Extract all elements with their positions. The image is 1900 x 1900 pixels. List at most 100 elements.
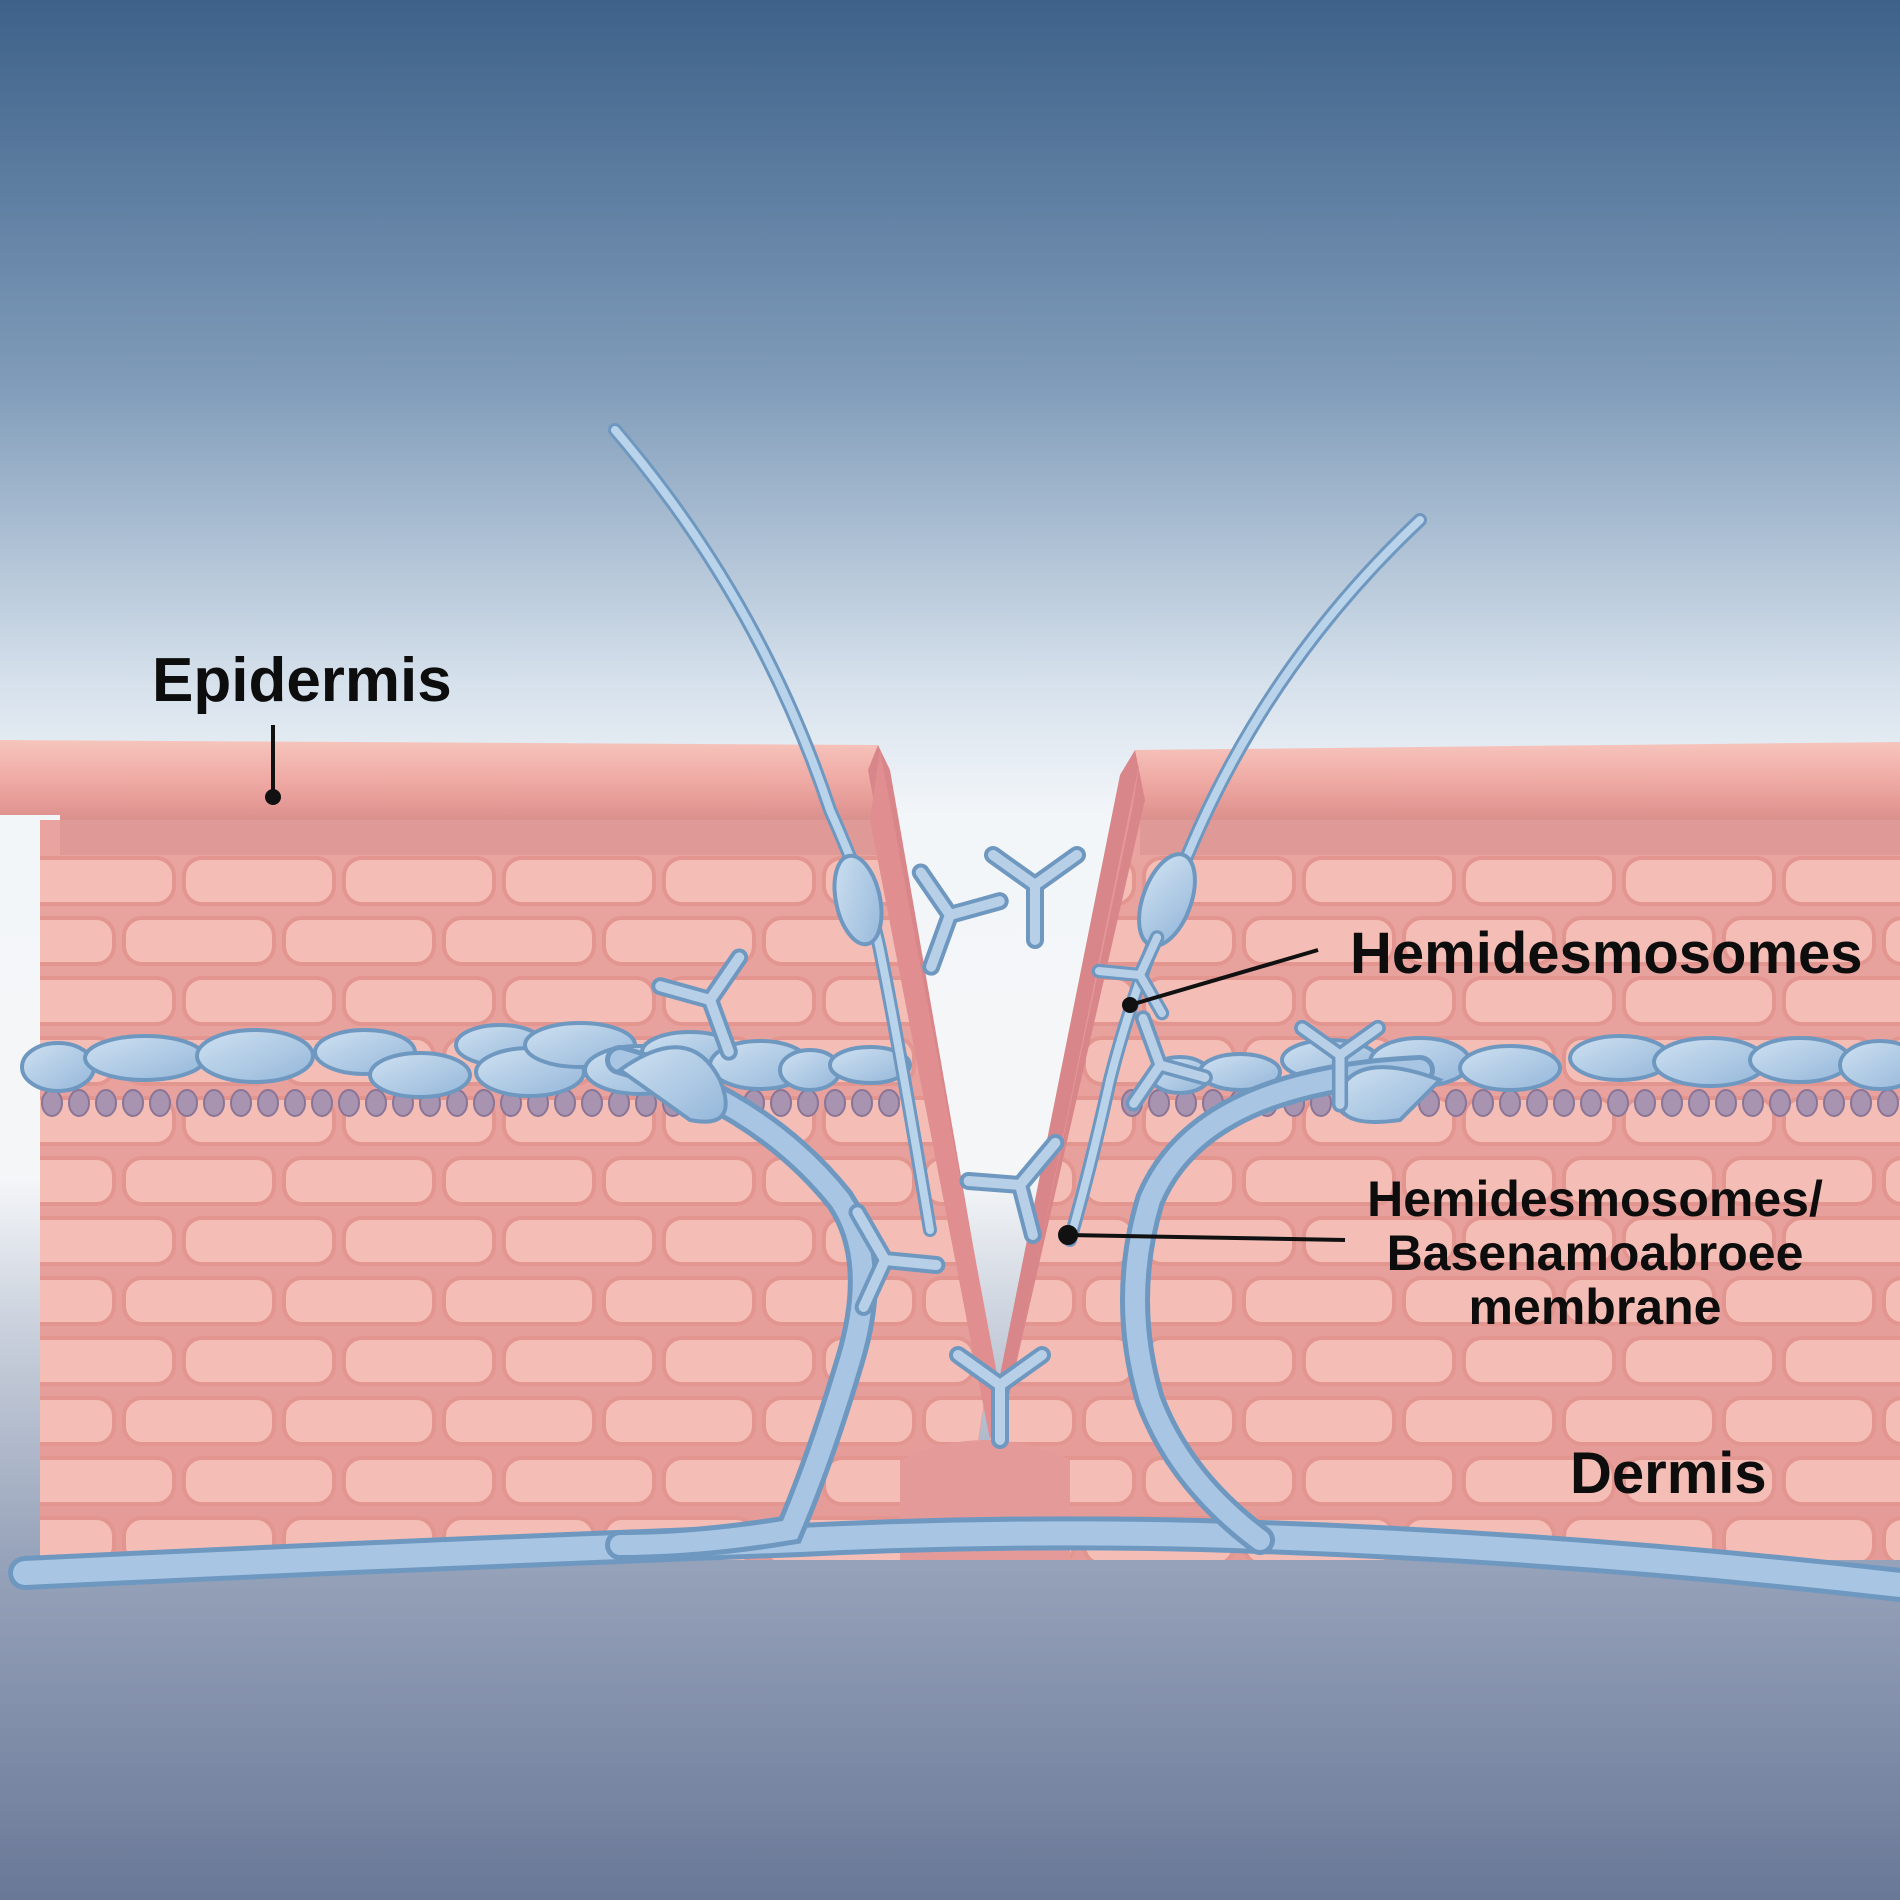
right-cell bbox=[1402, 1396, 1556, 1446]
left-cell bbox=[502, 856, 656, 906]
y-protein bbox=[959, 1133, 1065, 1244]
membrane-dot bbox=[1661, 1089, 1683, 1117]
left-cell bbox=[40, 1216, 176, 1266]
membrane-dot bbox=[1499, 1089, 1521, 1117]
right-cell bbox=[1722, 1156, 1876, 1206]
left-cell bbox=[182, 1216, 336, 1266]
label-hemidesmosomes-bm-line3: membrane bbox=[1468, 1279, 1722, 1335]
right-cell bbox=[1562, 1156, 1716, 1206]
right-cell bbox=[1782, 1336, 1900, 1386]
membrane-dot bbox=[797, 1089, 819, 1117]
left-cell bbox=[182, 976, 336, 1026]
membrane-dot bbox=[1148, 1089, 1170, 1117]
right-cell bbox=[1402, 916, 1556, 966]
membrane-dot bbox=[824, 1089, 846, 1117]
right-cell bbox=[1722, 1516, 1876, 1560]
membrane-dot bbox=[41, 1089, 63, 1117]
membrane-dot bbox=[770, 1089, 792, 1117]
y-protein bbox=[651, 948, 749, 1061]
right-cell bbox=[1462, 1336, 1616, 1386]
label-epidermis: Epidermis bbox=[152, 646, 452, 715]
membrane-dot bbox=[1634, 1089, 1656, 1117]
right-cell bbox=[1242, 1396, 1396, 1446]
membrane-dot bbox=[1715, 1089, 1737, 1117]
label-dermis: Dermis bbox=[1570, 1441, 1767, 1506]
left-cell bbox=[342, 1336, 496, 1386]
left-cell bbox=[40, 1516, 116, 1560]
label-hemidesmosomes: Hemidesmosomes bbox=[1350, 921, 1863, 986]
left-cell bbox=[602, 916, 756, 966]
left-cell bbox=[122, 1156, 276, 1206]
left-cell bbox=[40, 856, 176, 906]
leader-hemidesmosomes-bm bbox=[1067, 1233, 1346, 1242]
membrane-dot bbox=[338, 1089, 360, 1117]
left-cell bbox=[182, 856, 336, 906]
left-cell bbox=[282, 916, 436, 966]
epidermis-cap bbox=[0, 740, 1900, 855]
membrane-node bbox=[1748, 1036, 1852, 1084]
membrane-dot bbox=[1769, 1089, 1791, 1117]
membrane-dot bbox=[68, 1089, 90, 1117]
right-cell bbox=[1882, 1276, 1900, 1326]
left-cell bbox=[122, 1396, 276, 1446]
left-cell bbox=[40, 916, 116, 966]
membrane-dot bbox=[851, 1089, 873, 1117]
y-protein bbox=[949, 1346, 1051, 1449]
membrane-dot bbox=[473, 1089, 495, 1117]
membrane-node bbox=[1838, 1039, 1900, 1091]
y-protein bbox=[1125, 1010, 1213, 1112]
right-cell bbox=[1462, 1456, 1616, 1506]
left-cell bbox=[662, 856, 816, 906]
left-cell bbox=[602, 1276, 756, 1326]
membrane-dot bbox=[1445, 1089, 1467, 1117]
right-cell bbox=[1722, 916, 1876, 966]
right-cell bbox=[1402, 1156, 1556, 1206]
left-cell bbox=[502, 1096, 656, 1146]
right-cell bbox=[1622, 856, 1776, 906]
membrane-dot bbox=[1742, 1089, 1764, 1117]
left-cell bbox=[342, 1216, 496, 1266]
label-hemidesmosomes-bm-line1: Hemidesmosomes/ bbox=[1367, 1171, 1823, 1227]
left-cell bbox=[342, 856, 496, 906]
right-cell bbox=[1302, 856, 1456, 906]
right-cell bbox=[1622, 976, 1776, 1026]
right-cell bbox=[1782, 976, 1900, 1026]
label-hemidesmosomes-basement-membrane: Hemidesmosomes/ Basenamoabroee membrane bbox=[1340, 1172, 1850, 1334]
membrane-node bbox=[195, 1028, 315, 1084]
fiber-network bbox=[8, 423, 1900, 1602]
membrane-dot bbox=[1472, 1089, 1494, 1117]
left-cell bbox=[602, 1396, 756, 1446]
left-cell bbox=[282, 1276, 436, 1326]
membrane-dot bbox=[203, 1089, 225, 1117]
fiber-bulbs bbox=[616, 852, 1444, 1124]
membrane-dot bbox=[878, 1089, 900, 1117]
left-cell bbox=[762, 1276, 916, 1326]
left-cell bbox=[182, 1456, 336, 1506]
right-cell bbox=[1882, 1156, 1900, 1206]
left-cell bbox=[442, 1276, 596, 1326]
label-hemidesmosomes-bm-line2: Basenamoabroee bbox=[1386, 1225, 1804, 1281]
left-cell bbox=[662, 1216, 816, 1266]
left-cell bbox=[502, 1216, 656, 1266]
right-cell bbox=[1242, 1156, 1396, 1206]
left-cell bbox=[282, 1156, 436, 1206]
membrane-dot bbox=[1688, 1089, 1710, 1117]
right-cell bbox=[1722, 1276, 1876, 1326]
right-cell bbox=[1622, 1336, 1776, 1386]
membrane-node bbox=[1458, 1044, 1562, 1092]
left-cell bbox=[40, 1456, 176, 1506]
right-cell bbox=[1562, 1276, 1716, 1326]
membrane-dot bbox=[1553, 1089, 1575, 1117]
right-cell bbox=[1302, 1456, 1456, 1506]
right-cell bbox=[1242, 1276, 1396, 1326]
left-cell bbox=[442, 1396, 596, 1446]
membrane-dot bbox=[581, 1089, 603, 1117]
leader-hemidesmosomes bbox=[1129, 948, 1319, 1007]
right-cell bbox=[1142, 1216, 1296, 1266]
right-cell bbox=[1462, 856, 1616, 906]
membrane-dot bbox=[95, 1089, 117, 1117]
right-cell bbox=[1882, 1516, 1900, 1560]
membrane-dot bbox=[122, 1089, 144, 1117]
right-cell bbox=[1242, 916, 1396, 966]
